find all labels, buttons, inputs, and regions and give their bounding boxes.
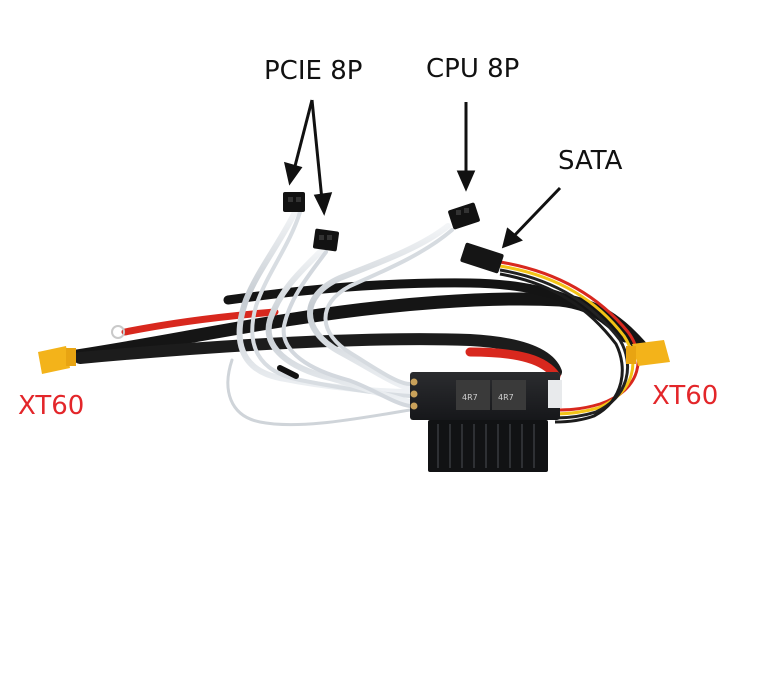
sata-connector bbox=[460, 242, 504, 274]
silver-harness bbox=[226, 207, 454, 427]
inductor-2-label: 4R7 bbox=[498, 393, 514, 402]
callout-arrows bbox=[283, 99, 562, 249]
inductor-1-label: 4R7 bbox=[462, 393, 478, 402]
xt60-right-label: XT60 bbox=[652, 381, 719, 411]
red-power-wires bbox=[121, 308, 561, 381]
pcb-board: 4R7 4R7 bbox=[410, 372, 562, 472]
arrow-sata bbox=[501, 186, 562, 249]
arrow-pcie-1 bbox=[283, 99, 314, 186]
cpu-connector bbox=[448, 202, 480, 230]
cpu-8p-label: CPU 8P bbox=[426, 54, 520, 84]
sata-label: SATA bbox=[558, 146, 623, 176]
arrow-cpu bbox=[456, 102, 476, 192]
ring-terminal bbox=[111, 325, 125, 339]
xt60-connector-right bbox=[626, 340, 670, 366]
pcie-connector-2 bbox=[312, 228, 340, 252]
pcie-8p-label: PCIE 8P bbox=[264, 56, 363, 86]
black-power-cables bbox=[63, 278, 655, 378]
xt60-connector-left bbox=[38, 346, 76, 374]
xt60-left-label: XT60 bbox=[18, 391, 85, 421]
pcie-connector-1 bbox=[283, 192, 305, 212]
arrow-pcie-2 bbox=[310, 99, 333, 216]
